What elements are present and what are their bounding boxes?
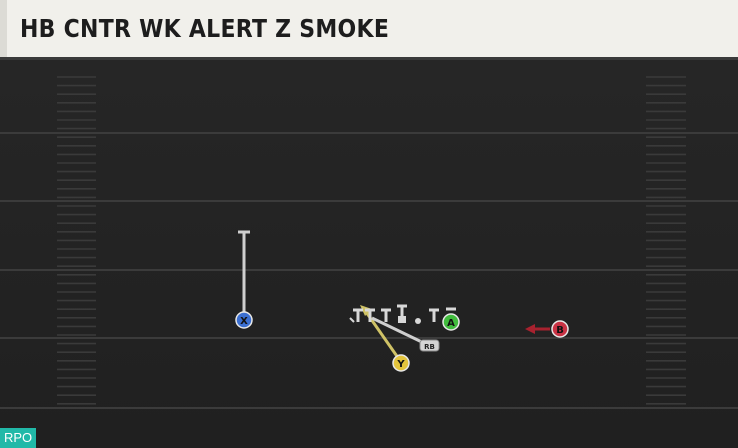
route-rb — [371, 316, 429, 347]
offensive-line — [349, 304, 456, 324]
player-b[interactable]: B — [551, 320, 569, 338]
lineman-lt-icon — [349, 308, 363, 323]
player-b-label: B — [556, 325, 564, 336]
block-point — [415, 318, 421, 324]
route-x — [238, 230, 250, 318]
player-a[interactable]: A — [442, 313, 460, 331]
play-header: HB CNTR WK ALERT Z SMOKE — [0, 0, 738, 60]
player-a-label: A — [447, 318, 455, 329]
player-rb[interactable]: RB — [419, 339, 440, 352]
lineman-c-icon — [381, 308, 391, 322]
rpo-badge: RPO — [0, 428, 37, 448]
player-y-icon — [392, 354, 410, 372]
play-field: X Y A B RB — [0, 60, 738, 448]
route-b — [525, 324, 550, 334]
player-x-icon — [235, 311, 253, 329]
play-diagram: X Y A B RB — [0, 76, 738, 409]
route-y — [360, 305, 403, 363]
player-x[interactable]: X — [235, 311, 253, 329]
lineman-lg-icon — [365, 308, 375, 322]
player-y[interactable]: Y — [392, 354, 410, 372]
player-y-label: Y — [396, 359, 405, 370]
hash-marks — [57, 76, 686, 405]
yard-lines — [0, 132, 738, 409]
player-b-icon — [551, 320, 569, 338]
player-rb-label: RB — [424, 343, 435, 351]
lineman-rt-icon — [429, 308, 439, 322]
play-title: HB CNTR WK ALERT Z SMOKE — [20, 14, 390, 43]
player-x-label: X — [240, 316, 248, 327]
lineman-rg-icon — [397, 304, 407, 323]
player-rb-icon — [419, 339, 440, 352]
player-a-icon — [442, 313, 460, 331]
